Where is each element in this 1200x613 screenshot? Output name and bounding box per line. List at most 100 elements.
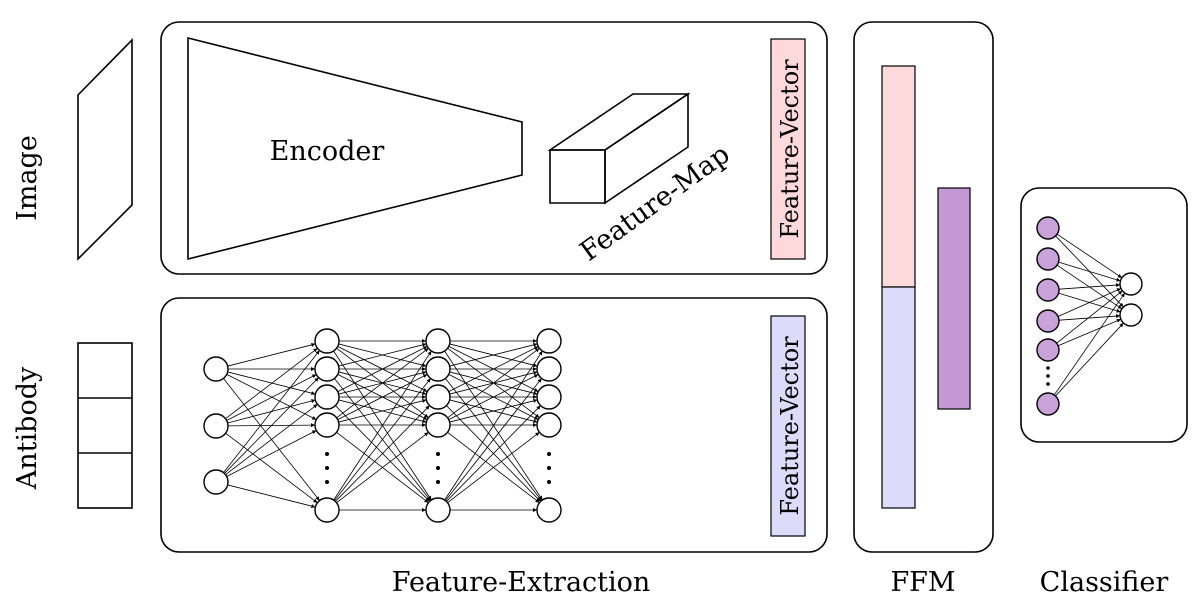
mlp-edge [334, 378, 431, 501]
classifier-edge [1058, 283, 1121, 290]
mlp-ellipsis-dot [325, 452, 329, 456]
mlp-neuron [536, 412, 562, 438]
classifier-ellipsis-dot [1046, 382, 1050, 386]
ffm-fused-vector [937, 187, 971, 410]
mlp-neuron [536, 497, 562, 523]
mlp-neuron [425, 497, 451, 523]
ffm-antibody-segment [881, 286, 916, 509]
input-image-shape [77, 38, 133, 261]
classifier-panel [1020, 187, 1188, 443]
mlp-edge [448, 346, 539, 392]
classifier-edge [1058, 314, 1121, 321]
ffm-panel [853, 21, 994, 553]
mlp-edge [335, 405, 430, 502]
mlp-edge [448, 374, 539, 420]
mlp-ellipsis-dot [547, 480, 551, 484]
mlp-edge [333, 350, 432, 501]
classifier-input-neuron [1036, 338, 1060, 362]
antibody-feature-vector-bar [770, 315, 806, 537]
mlp-neuron [536, 356, 562, 382]
encoder-label: Encoder [270, 136, 385, 167]
mlp-edge [225, 347, 318, 420]
feature-extraction-label: Feature-Extraction [392, 567, 651, 598]
mlp-edge [223, 350, 320, 473]
classifier-input-neuron [1036, 309, 1060, 333]
antibody-input-shape [77, 342, 133, 509]
classifier-input-neuron [1036, 278, 1060, 302]
mlp-nodes [203, 328, 562, 523]
mlp-neuron [425, 328, 451, 354]
mlp-neuron [425, 356, 451, 382]
mlp-edge [226, 374, 317, 420]
mlp-edge [449, 342, 538, 367]
mlp-edge [338, 398, 427, 423]
mlp-edge [449, 398, 538, 423]
mlp-neuron [536, 328, 562, 354]
mlp-edge [227, 484, 316, 509]
mlp-neuron [203, 356, 229, 382]
feature-map-cuboid [547, 92, 691, 205]
classifier-edges [1053, 233, 1126, 397]
classifier-nodes [1036, 216, 1143, 416]
image-row-label: Image [12, 135, 43, 221]
mlp-ellipsis-dot [436, 452, 440, 456]
classifier-input-neuron [1036, 392, 1060, 416]
mlp-neuron [314, 384, 340, 410]
antibody-row-label: Antibody [12, 366, 43, 490]
mlp-edge [224, 377, 319, 474]
mlp-neuron [203, 469, 229, 495]
mlp-edge [227, 342, 316, 367]
classifier-input-neuron [1036, 216, 1060, 240]
mlp-neuron [314, 412, 340, 438]
image-feature-vector-label: Feature-Vector [776, 59, 804, 239]
classifier-edge [1053, 292, 1126, 396]
classifier-edge [1058, 261, 1121, 282]
mlp-ellipsis-dot [436, 466, 440, 470]
classifier-output-neuron [1119, 303, 1143, 327]
mlp-ellipsis-dot [325, 480, 329, 484]
image-feature-vector-bar [770, 38, 806, 260]
antibody-feature-vector-label: Feature-Vector [776, 336, 804, 516]
classifier-ellipsis-dot [1046, 374, 1050, 378]
mlp-ellipsis-dot [547, 466, 551, 470]
classifier-label: Classifier [1040, 567, 1169, 598]
mlp-edge [336, 431, 429, 504]
classifier-edge [1057, 288, 1122, 317]
antibody-extraction-panel [160, 297, 828, 553]
encoder-shape [187, 36, 523, 261]
mlp-neuron [314, 497, 340, 523]
mlp-edges [223, 339, 543, 512]
mlp-edge [226, 374, 317, 421]
mlp-ellipsis-dot [436, 480, 440, 484]
mlp-edge [226, 430, 317, 477]
mlp-neuron [314, 356, 340, 382]
mlp-edge [444, 350, 543, 501]
mlp-edge [337, 374, 428, 420]
mlp-neuron [425, 412, 451, 438]
ffm-image-segment [881, 65, 916, 288]
classifier-edge [1055, 322, 1124, 397]
mlp-edge [446, 405, 541, 502]
mlp-edge [336, 347, 429, 419]
mlp-edge [447, 347, 540, 419]
mlp-neuron [536, 384, 562, 410]
classifier-edge [1056, 233, 1123, 279]
classifier-ellipsis-dot [1046, 366, 1050, 370]
mlp-neuron [203, 413, 229, 439]
mlp-neuron [425, 384, 451, 410]
mlp-edge [225, 403, 318, 476]
mlp-edge [447, 431, 540, 504]
classifier-input-neuron [1036, 247, 1060, 271]
mlp-edge [225, 432, 318, 504]
mlp-ellipsis-dot [547, 452, 551, 456]
mlp-edge [338, 342, 427, 367]
image-extraction-panel [160, 21, 828, 275]
ffm-label: FFM [890, 567, 955, 598]
classifier-edge [1057, 318, 1122, 347]
classifier-edge [1056, 290, 1123, 344]
mlp-edge [445, 378, 542, 501]
mlp-edge [337, 346, 428, 392]
mlp-ellipsis-dot [325, 466, 329, 470]
mlp-neuron [314, 328, 340, 354]
